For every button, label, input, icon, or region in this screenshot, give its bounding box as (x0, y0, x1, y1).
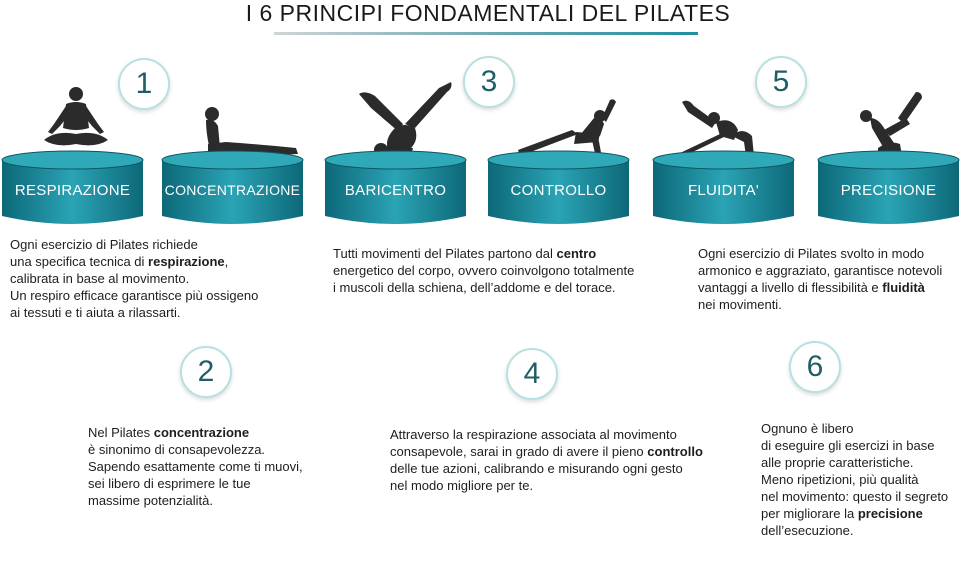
pedestal-concentrazione: CONCENTRAZIONE (160, 150, 305, 230)
page-title: I 6 PRINCIPI FONDAMENTALI DEL PILATES (245, 0, 731, 26)
number-badge-2: 2 (180, 346, 232, 398)
pedestal-label-baricentro: BARICENTRO (344, 182, 447, 199)
pedestal-precisione: PRECISIONE (816, 150, 961, 230)
pedestal-respirazione: RESPIRAZIONE (0, 150, 145, 230)
description-baricentro: Tutti movimenti del Pilates partono dal … (333, 246, 635, 295)
number-badge-6: 6 (789, 341, 841, 393)
pedestal-baricentro: BARICENTRO (323, 150, 468, 230)
pedestal-fluidita: FLUIDITA' (651, 150, 796, 230)
boat-pose-icon (860, 92, 922, 158)
meditation-pose-icon (44, 87, 108, 146)
description-fluidita: Ogni esercizio di Pilates svolto in modo… (698, 246, 943, 312)
description-precisione: Ognuno è libero di eseguire gli esercizi… (761, 421, 949, 538)
description-respirazione: Ogni esercizio di Pilates richiede una s… (10, 237, 259, 320)
pedestal-label-fluidita: FLUIDITA' (687, 182, 760, 199)
number-badge-1: 1 (118, 58, 170, 110)
pedestal-label-concentrazione: CONCENTRAZIONE (164, 182, 301, 198)
side-plank-pose-icon (518, 99, 616, 158)
pedestal-label-precisione: PRECISIONE (840, 182, 937, 199)
description-controllo: Attraverso la respirazione associata al … (390, 427, 703, 493)
number-badge-5: 5 (755, 56, 807, 108)
pedestal-label-respirazione: RESPIRAZIONE (14, 182, 131, 199)
pedestal-label-controllo: CONTROLLO (510, 182, 607, 199)
leg-raise-pose-icon (359, 82, 452, 157)
title-underline (274, 32, 698, 35)
pedestal-controllo: CONTROLLO (486, 150, 631, 230)
number-badge-3: 3 (463, 56, 515, 108)
number-badge-4: 4 (506, 348, 558, 400)
description-concentrazione: Nel Pilates concentrazione è sinonimo di… (88, 425, 303, 508)
